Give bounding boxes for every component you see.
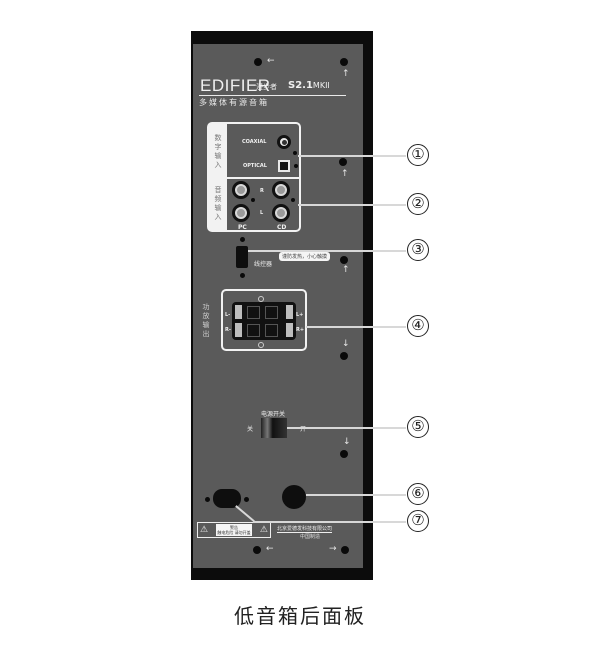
coaxial-jack[interactable] — [277, 135, 291, 149]
warning-triangle-icon: ⚠ — [259, 525, 268, 535]
digital-input-label: 数字输入 — [214, 134, 222, 170]
left-minus-label: L- — [225, 312, 231, 318]
ac-inlet-screw-left — [205, 497, 210, 502]
terminal-lever[interactable] — [235, 323, 242, 337]
controller-label: 线控器 — [254, 261, 273, 268]
callout-line-1 — [298, 155, 406, 157]
input-divider — [227, 177, 299, 179]
left-plus-label: L+ — [296, 312, 304, 318]
optical-label: OPTICAL — [243, 163, 267, 169]
pc-right-jack[interactable] — [232, 181, 250, 199]
right-channel-label: R — [260, 188, 264, 194]
screw-hole-bottom-left — [253, 546, 261, 554]
screw-hole-mid-4 — [340, 450, 348, 458]
screw-hole-top-right — [340, 58, 348, 66]
terminal-lever[interactable] — [286, 323, 293, 337]
speaker-output-box — [221, 289, 307, 351]
coaxial-label: COAXIAL — [242, 139, 267, 145]
speaker-terminal-block — [232, 302, 296, 340]
arrow-left-icon: ← — [267, 56, 275, 66]
callout-2: ② — [407, 193, 429, 215]
arrow-up-icon: ↑ — [342, 69, 350, 79]
product-subtitle: 多媒体有源音箱 — [199, 98, 269, 107]
power-off-label: 关 — [247, 426, 254, 433]
pc-left-jack[interactable] — [232, 204, 250, 222]
warning-triangle-icon: ⚠ — [200, 525, 209, 535]
terminal-socket[interactable] — [265, 306, 278, 319]
cd-left-jack[interactable] — [272, 204, 290, 222]
figure-caption: 低音箱后面板 — [234, 604, 366, 628]
speaker-output-label: 功放输出 — [202, 303, 210, 339]
callout-line-4 — [306, 326, 406, 328]
screw-hole-mid-1 — [339, 158, 347, 166]
screw-hole-mid-2 — [340, 256, 348, 264]
cd-label: CD — [277, 224, 287, 231]
callout-1: ① — [407, 144, 429, 166]
made-in-label: 中国制造 — [300, 534, 321, 540]
callout-line-7 — [253, 521, 406, 523]
power-switch-label: 电源开关 — [261, 411, 286, 418]
controller-screw-bottom — [240, 273, 245, 278]
terminal-socket[interactable] — [265, 324, 278, 337]
company-name: 北京爱德发科技有限公司 — [277, 526, 333, 533]
audio-input-label: 音频输入 — [214, 186, 222, 222]
callout-5: ⑤ — [407, 416, 429, 438]
cd-right-jack[interactable] — [272, 181, 290, 199]
power-switch[interactable] — [261, 418, 287, 438]
arrow-up-icon: ↑ — [342, 265, 350, 275]
ac-power-inlet[interactable] — [213, 489, 241, 508]
bass-port — [282, 485, 306, 509]
input-label-strip — [209, 124, 227, 230]
callout-6: ⑥ — [407, 483, 429, 505]
electric-warning-label: ⚠ 警告触电危险 请勿开盖 ⚠ — [197, 522, 271, 538]
model-main: S2.1 — [288, 80, 313, 91]
brand-chinese: 漫步者 — [256, 83, 277, 91]
screw-hole-bottom-right — [341, 546, 349, 554]
callout-7: ⑦ — [407, 510, 429, 532]
terminal-screw-bottom — [258, 342, 264, 348]
arrow-down-icon: ↓ — [342, 339, 350, 349]
optical-jack[interactable] — [278, 160, 290, 172]
callout-line-2 — [298, 204, 406, 206]
model-suffix: MKII — [312, 81, 330, 90]
pc-label: PC — [238, 224, 247, 231]
terminal-lever[interactable] — [286, 305, 293, 319]
callout-line-5 — [287, 427, 406, 429]
warning-text-block: 警告触电危险 请勿开盖 — [216, 524, 252, 536]
screw-hole-mid-3 — [340, 352, 348, 360]
arrow-up-icon: ↑ — [341, 169, 349, 179]
brand-underline — [199, 95, 346, 96]
brand-logo: EDIFIER — [200, 76, 271, 95]
controller-port[interactable] — [236, 246, 248, 268]
heat-warning-tag: 谨防发热，小心触摸 — [279, 252, 331, 261]
pc-indicator — [251, 198, 255, 202]
callout-3: ③ — [407, 239, 429, 261]
optical-indicator — [294, 164, 298, 168]
left-channel-label: L — [260, 210, 264, 216]
terminal-screw-top — [258, 296, 264, 302]
controller-screw-top — [240, 237, 245, 242]
warning-text: 触电危险 请勿开盖 — [217, 530, 251, 535]
terminal-lever[interactable] — [235, 305, 242, 319]
arrow-down-icon: ↓ — [343, 437, 351, 447]
cd-indicator — [291, 198, 295, 202]
arrow-right-icon: → — [329, 544, 337, 554]
power-on-label: 开 — [300, 426, 307, 433]
terminal-socket[interactable] — [247, 324, 260, 337]
ac-inlet-screw-right — [244, 497, 249, 502]
right-minus-label: R- — [225, 327, 231, 333]
model-name: S2.1MKII — [288, 80, 330, 91]
screw-hole-top-left — [254, 58, 262, 66]
callout-line-3 — [248, 250, 406, 252]
right-plus-label: R+ — [296, 327, 305, 333]
terminal-socket[interactable] — [247, 306, 260, 319]
warning-title: 警告 — [230, 525, 238, 530]
callout-4: ④ — [407, 315, 429, 337]
callout-line-6 — [306, 494, 406, 496]
arrow-left-icon: ← — [266, 544, 274, 554]
coaxial-indicator — [293, 151, 297, 155]
